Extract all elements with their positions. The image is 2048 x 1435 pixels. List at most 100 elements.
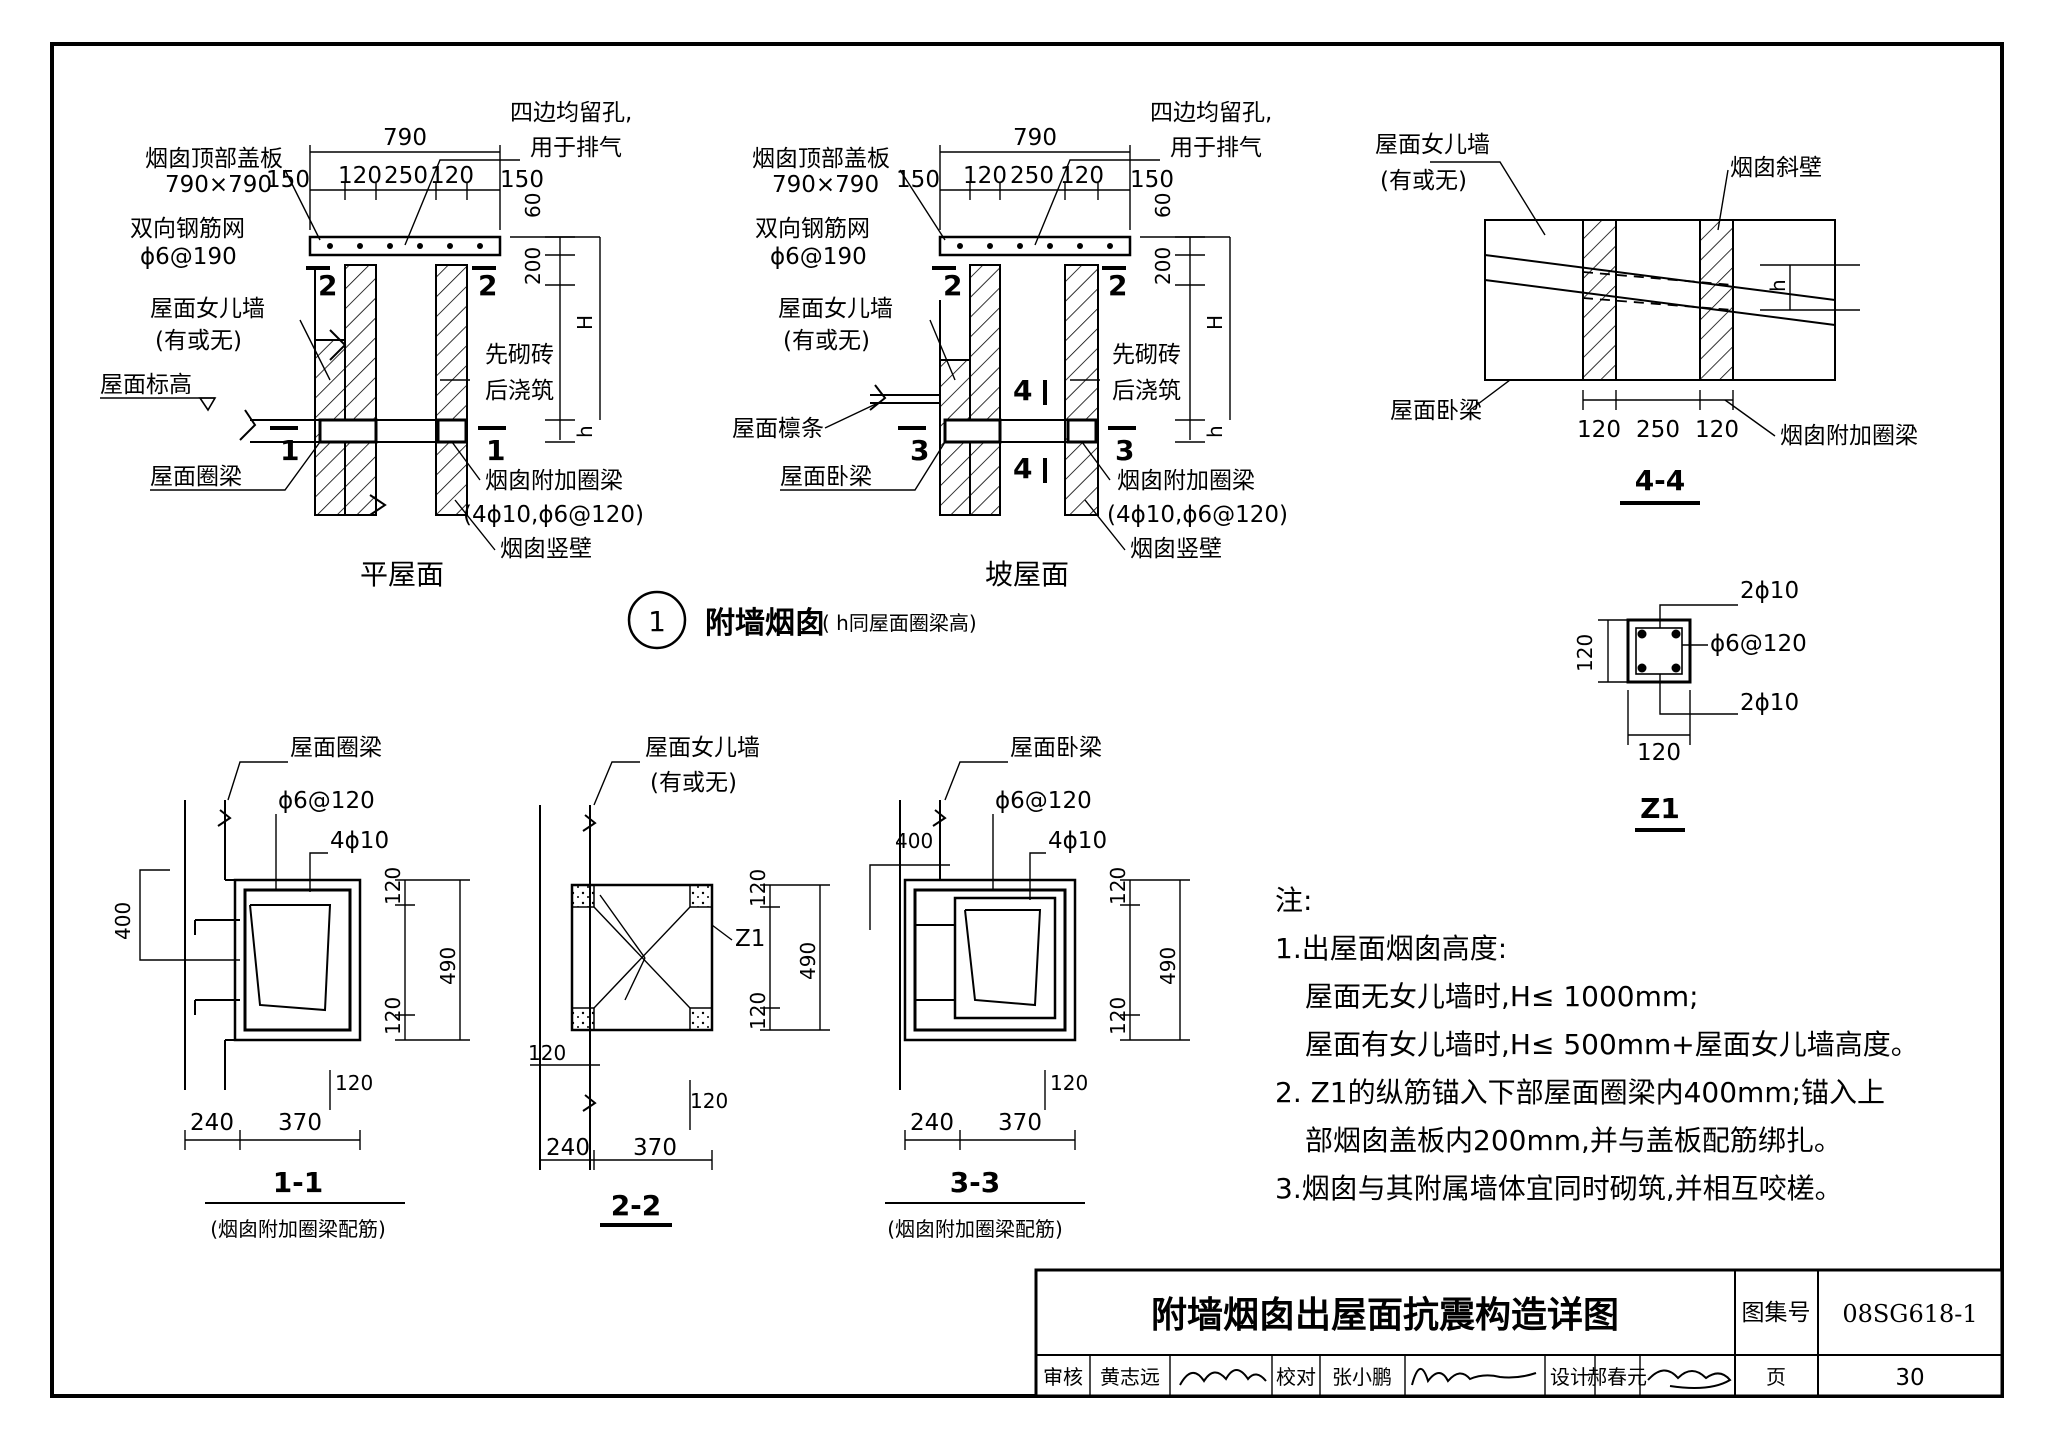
- slope-cover-label: 烟囱顶部盖板: [752, 146, 890, 172]
- section11-dim-240: 240: [190, 1110, 234, 1136]
- flat-sec-2-right: 2: [478, 269, 497, 302]
- section33-caption: 3-3: [950, 1166, 1001, 1199]
- slope-sec-2-right: 2: [1108, 269, 1127, 302]
- section33-dim-120-top: 120: [1106, 867, 1130, 905]
- notes-line6: 3.烟囱与其附属墙体宜同时砌筑,并相互咬槎。: [1275, 1172, 1843, 1205]
- slope-cover-size: 790×790: [772, 172, 879, 198]
- flat-vert-wall-label: 烟囱竖壁: [500, 536, 592, 562]
- detail1-title: 1 附墙烟囱 ( h同屋面圈梁高): [627, 590, 977, 650]
- slope-brick-1: 先砌砖: [1112, 342, 1181, 368]
- section11-subcaption: (烟囱附加圈梁配筋): [210, 1217, 386, 1241]
- slope-roof-detail: 790 150 120 250 120 150 四边均留孔, 用于排气 烟囱顶部…: [732, 100, 1288, 591]
- flat-add-beam-spec: (4ϕ10,ϕ6@120): [463, 502, 644, 528]
- z1-bar-top: 2ϕ10: [1740, 578, 1799, 604]
- page-no: 30: [1895, 1365, 1924, 1391]
- section44-dim-h: h: [1766, 279, 1790, 292]
- flat-cover-slab: [308, 235, 502, 257]
- slope-left-wall: [969, 264, 1001, 516]
- flat-brick-2: 后浇筑: [485, 378, 554, 404]
- flat-sec-1-left: 1: [280, 434, 299, 467]
- flat-roof-detail: 790 150 120 250 120 150 四边均留孔, 用于排气 烟囱顶部…: [100, 100, 644, 591]
- flat-dim-h: h: [573, 425, 597, 438]
- flat-dim-790: 790: [383, 125, 427, 151]
- section11-caption: 1-1: [273, 1166, 324, 1199]
- flat-holes-label-1: 四边均留孔,: [510, 100, 632, 126]
- section22-parapet-label: 屋面女儿墙: [645, 735, 760, 761]
- slope-cover-slab: [938, 235, 1132, 257]
- detail1-title-text: 附墙烟囱: [705, 606, 825, 641]
- flat-dim-H: H: [573, 315, 597, 330]
- flat-holes-label-2: 用于排气: [530, 135, 622, 161]
- section11-dim-370: 370: [278, 1110, 322, 1136]
- notes: 注: 1.出屋面烟囱高度: 屋面无女儿墙时,H≤ 1000mm; 屋面有女儿墙时…: [1275, 884, 1919, 1205]
- section33-dim-370: 370: [998, 1110, 1042, 1136]
- section22-caption: 2-2: [611, 1189, 662, 1222]
- flat-roof-elev: 屋面标高: [100, 372, 192, 398]
- slope-sec-3-left: 3: [910, 434, 929, 467]
- z1-caption: Z1: [1640, 792, 1680, 825]
- section44-lying-beam: 屋面卧梁: [1390, 398, 1482, 424]
- flat-dim-250: 250: [384, 163, 428, 189]
- check-label: 校对: [1276, 1365, 1316, 1389]
- notes-line4: 2. Z1的纵筋锚入下部屋面圈梁内400mm;锚入上: [1275, 1076, 1885, 1109]
- slope-purlin-label: 屋面檩条: [732, 416, 824, 442]
- section44-slant-wall: 烟囱斜壁: [1730, 155, 1822, 181]
- reviewer-signature: [1179, 1369, 1267, 1386]
- section44-parapet-note: (有或无): [1380, 168, 1467, 194]
- flat-dim-150-r: 150: [500, 167, 544, 193]
- z1-stirrup: ϕ6@120: [1710, 631, 1807, 657]
- section33-dim-120-bot: 120: [1106, 997, 1130, 1035]
- slope-mesh-label: 双向钢筋网: [755, 216, 870, 242]
- title-block-title: 附墙烟囱出屋面抗震构造详图: [1151, 1294, 1619, 1336]
- section11-dim-490: 490: [436, 947, 460, 985]
- section22-parapet-note: (有或无): [650, 770, 737, 796]
- slope-holes-label-2: 用于排气: [1170, 135, 1262, 161]
- flat-sec-2-left: 2: [318, 269, 337, 302]
- flat-mesh-spec: ϕ6@190: [140, 244, 237, 270]
- atlas-no: 08SG618-1: [1842, 1300, 1977, 1328]
- section22-dim-120-bot: 120: [746, 992, 770, 1030]
- section-2-2: 屋面女儿墙 (有或无) Z1 120 490 120 120 120 240 3…: [528, 735, 830, 1227]
- slope-sec-3-right: 3: [1115, 434, 1134, 467]
- slope-add-beam: [1066, 418, 1098, 444]
- detail1-subtitle: ( h同屋面圈梁高): [822, 611, 977, 635]
- section11-stirrup: ϕ6@120: [278, 788, 375, 814]
- slope-dim-150-r: 150: [1130, 167, 1174, 193]
- section-1-1: 屋面圈梁 ϕ6@120 4ϕ10 400 120 490 120 120 240…: [111, 735, 470, 1241]
- checker-signature: [1411, 1368, 1537, 1386]
- slope-dim-200: 200: [1151, 247, 1175, 285]
- section33-bars: 4ϕ10: [1048, 828, 1107, 854]
- slope-cut-4-upper: 4: [1013, 374, 1032, 407]
- section33-subcaption: (烟囱附加圈梁配筋): [887, 1217, 1063, 1241]
- slope-dim-120-l: 120: [963, 163, 1007, 189]
- section44-dim-250: 250: [1636, 417, 1680, 443]
- section22-dim-490: 490: [796, 942, 820, 980]
- z1-dim-w: 120: [1637, 740, 1681, 766]
- slope-dim-H: H: [1203, 315, 1227, 330]
- section33-dim-400: 400: [895, 829, 933, 853]
- slope-add-beam-spec: (4ϕ10,ϕ6@120): [1107, 502, 1288, 528]
- section-z1: 2ϕ10 ϕ6@120 2ϕ10 120 120 Z1: [1573, 578, 1807, 832]
- section33-dim-120-small: 120: [1050, 1071, 1088, 1095]
- section11-dim-120-bot: 120: [381, 997, 405, 1035]
- slope-right-wall: [1064, 264, 1099, 516]
- notes-line3: 屋面有女儿墙时,H≤ 500mm+屋面女儿墙高度。: [1305, 1028, 1919, 1061]
- flat-right-wall: [435, 264, 468, 516]
- flat-parapet-note: (有或无): [155, 328, 242, 354]
- sheet-border: [50, 42, 2004, 1398]
- section22-outline: [570, 883, 714, 1032]
- notes-line1: 1.出屋面烟囱高度:: [1275, 932, 1507, 965]
- slope-mesh-spec: ϕ6@190: [770, 244, 867, 270]
- section44-outline: [1484, 219, 1836, 381]
- z1-dim-h: 120: [1573, 634, 1597, 672]
- slope-dim-250: 250: [1010, 163, 1054, 189]
- flat-dim-120-l: 120: [338, 163, 382, 189]
- section44-dim-120-r: 120: [1695, 417, 1739, 443]
- flat-ring-beam-label: 屋面圈梁: [150, 464, 242, 490]
- section33-beam: [903, 878, 1077, 1042]
- section44-right-wall: [1699, 219, 1734, 381]
- notes-line2: 屋面无女儿墙时,H≤ 1000mm;: [1305, 980, 1699, 1013]
- flat-dim-150-l: 150: [266, 167, 310, 193]
- flat-cover-size: 790×790: [165, 172, 272, 198]
